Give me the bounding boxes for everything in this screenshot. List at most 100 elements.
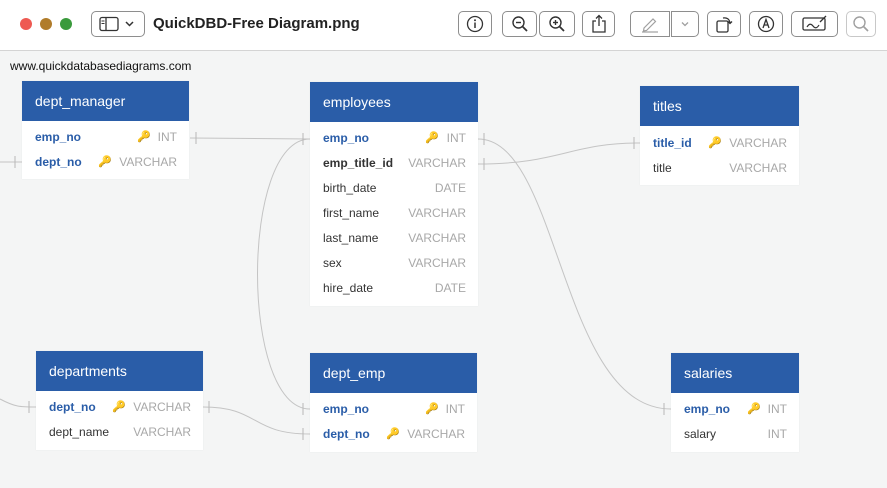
info-icon (466, 15, 484, 33)
column-type: VARCHAR (729, 161, 787, 175)
table-row[interactable]: last_name VARCHAR (310, 226, 478, 251)
column-type: INT (445, 402, 465, 416)
sidebar-toggle-button[interactable] (91, 11, 145, 37)
markup-pen-icon (640, 15, 660, 33)
annotate-button[interactable] (749, 11, 783, 37)
link-employees-salaries (477, 138, 672, 410)
signature-button[interactable] (791, 11, 838, 37)
column-name: title_id (653, 136, 692, 150)
column-name: emp_no (323, 131, 370, 145)
table-row[interactable]: emp_title_id VARCHAR (310, 151, 478, 176)
rotate-button[interactable] (707, 11, 741, 37)
column-name: salary (684, 427, 717, 441)
link-employees-titles (477, 142, 641, 165)
table-row[interactable]: emp_no 🔑 INT (310, 126, 478, 151)
column-type: VARCHAR (408, 206, 466, 220)
table-title: salaries (671, 353, 799, 393)
column-name: dept_name (49, 425, 110, 439)
table-salaries[interactable]: salaries emp_no 🔑 INT salary INT (671, 353, 799, 452)
markup-menu-button[interactable] (671, 11, 699, 37)
key-icon: 🔑 (386, 428, 400, 440)
zoom-window-button[interactable] (60, 18, 72, 30)
table-dept-emp[interactable]: dept_emp emp_no 🔑 INT dept_no 🔑 VARCHAR (310, 353, 477, 452)
zoom-out-icon (511, 15, 529, 33)
table-employees[interactable]: employees emp_no 🔑 INT emp_title_id VARC… (310, 82, 478, 306)
table-row[interactable]: emp_no 🔑 INT (671, 397, 799, 422)
column-type: DATE (434, 181, 466, 195)
column-type: VARCHAR (133, 400, 191, 414)
table-title: departments (36, 351, 203, 391)
key-icon: 🔑 (137, 131, 151, 143)
key-icon: 🔑 (112, 401, 126, 413)
table-row[interactable]: dept_name VARCHAR (36, 420, 203, 445)
column-name: dept_no (35, 155, 82, 169)
sidebar-toggle-icon (99, 16, 137, 32)
column-type: INT (767, 402, 787, 416)
rotate-icon (714, 14, 734, 34)
key-icon: 🔑 (425, 403, 439, 415)
link-dept-manager-employees (189, 137, 311, 140)
table-titles[interactable]: titles title_id 🔑 VARCHAR title VARCHAR (640, 86, 799, 185)
column-name: last_name (323, 231, 379, 245)
chevron-down-icon (680, 20, 690, 28)
key-icon: 🔑 (98, 156, 112, 168)
key-icon: 🔑 (747, 403, 761, 415)
column-name: title (653, 161, 672, 175)
column-name: birth_date (323, 181, 377, 195)
table-row[interactable]: emp_no 🔑 INT (22, 125, 189, 150)
table-title: titles (640, 86, 799, 126)
column-type: DATE (434, 281, 466, 295)
link-departments-left (0, 398, 37, 408)
share-button[interactable] (582, 11, 615, 37)
table-title: dept_manager (22, 81, 189, 121)
column-name: dept_no (49, 400, 96, 414)
close-window-button[interactable] (20, 18, 32, 30)
link-departments-dept-emp (202, 406, 311, 435)
column-type: INT (157, 130, 177, 144)
table-row[interactable]: birth_date DATE (310, 176, 478, 201)
relationship-lines (0, 132, 672, 440)
table-row[interactable]: salary INT (671, 422, 799, 447)
zoom-out-button[interactable] (502, 11, 537, 37)
info-button[interactable] (458, 11, 492, 37)
column-type: VARCHAR (408, 256, 466, 270)
column-type: VARCHAR (133, 425, 191, 439)
column-name: hire_date (323, 281, 374, 295)
search-icon (852, 15, 870, 33)
table-row[interactable]: dept_no 🔑 VARCHAR (36, 395, 203, 420)
column-type: VARCHAR (119, 155, 177, 169)
key-icon: 🔑 (425, 132, 439, 144)
column-name: emp_no (323, 402, 370, 416)
table-row[interactable]: sex VARCHAR (310, 251, 478, 276)
minimize-window-button[interactable] (40, 18, 52, 30)
table-title: dept_emp (310, 353, 477, 393)
table-row[interactable]: hire_date DATE (310, 276, 478, 301)
column-type: VARCHAR (408, 231, 466, 245)
column-name: emp_no (35, 130, 82, 144)
zoom-in-button[interactable] (539, 11, 575, 37)
diagram-canvas: www.quickdatabasediagrams.com (0, 51, 887, 488)
table-row[interactable]: first_name VARCHAR (310, 201, 478, 226)
column-type: INT (767, 427, 787, 441)
window-titlebar: QuickDBD-Free Diagram.png (0, 0, 887, 51)
column-type: VARCHAR (408, 156, 466, 170)
signature-icon (801, 15, 828, 33)
table-row[interactable]: title_id 🔑 VARCHAR (640, 131, 799, 156)
markup-pen-button[interactable] (630, 11, 670, 37)
column-type: VARCHAR (407, 427, 465, 441)
zoom-in-icon (548, 15, 566, 33)
column-name: emp_title_id (323, 156, 394, 170)
search-button[interactable] (846, 11, 876, 37)
table-row[interactable]: title VARCHAR (640, 156, 799, 181)
table-title: employees (310, 82, 478, 122)
column-type: VARCHAR (729, 136, 787, 150)
window-title: QuickDBD-Free Diagram.png (153, 15, 360, 32)
link-dept-emp-employees (257, 138, 311, 410)
table-row[interactable]: dept_no 🔑 VARCHAR (22, 150, 189, 175)
column-name: emp_no (684, 402, 731, 416)
table-row[interactable]: emp_no 🔑 INT (310, 397, 477, 422)
column-type: INT (446, 131, 466, 145)
table-dept-manager[interactable]: dept_manager emp_no 🔑 INT dept_no 🔑 VARC… (22, 81, 189, 179)
table-row[interactable]: dept_no 🔑 VARCHAR (310, 422, 477, 447)
table-departments[interactable]: departments dept_no 🔑 VARCHAR dept_name … (36, 351, 203, 450)
